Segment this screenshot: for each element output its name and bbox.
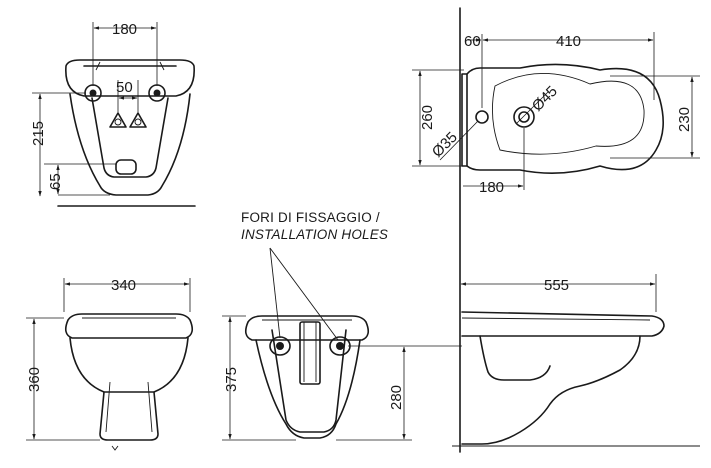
dim-rear-low: 65 [47, 173, 64, 190]
dim-top-rim: 60 [464, 33, 481, 50]
dim-top-length: 410 [556, 33, 581, 50]
dim-top-hole-offset: 180 [479, 179, 504, 196]
dim-rear-width: 180 [112, 21, 137, 38]
dim-front-width: 340 [111, 277, 136, 294]
top-view: 60 410 260 230 Ø35 Ø45 180 [412, 32, 700, 196]
note-line-italian: FORI DI FISSAGGIO / [241, 210, 380, 225]
dim-top-rear-width: 260 [419, 105, 436, 130]
dim-back-holes-height: 280 [388, 385, 405, 410]
dim-front-height: 360 [26, 367, 43, 392]
dim-top-width: 230 [676, 107, 693, 132]
dim-rear-height: 215 [30, 121, 47, 146]
note-line-english: INSTALLATION HOLES [241, 227, 389, 242]
drain-hole [513, 106, 535, 128]
dim-back-height: 375 [223, 367, 240, 392]
side-view: 555 [460, 274, 665, 445]
back-view: 375 280 [222, 247, 462, 441]
dim-top-hole-large: Ø45 [529, 83, 561, 115]
front-view: 340 360 [26, 277, 194, 451]
dim-rear-holes: 50 [116, 79, 133, 96]
tap-hole [475, 110, 489, 124]
rear-view: 180 50 215 65 [30, 21, 196, 207]
dim-top-hole-small: Ø35 [429, 129, 461, 161]
dim-side-length: 555 [544, 277, 569, 294]
installation-holes-note: FORI DI FISSAGGIO / INSTALLATION HOLES [241, 209, 388, 243]
